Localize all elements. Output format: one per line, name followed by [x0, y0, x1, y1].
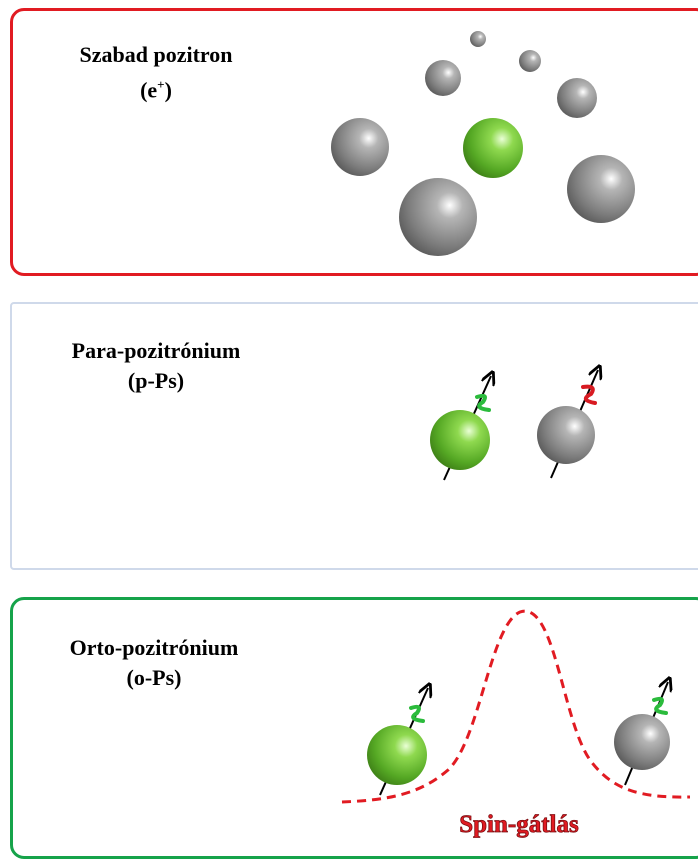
electron-sphere — [537, 406, 595, 464]
positron-sphere — [430, 410, 490, 470]
spin-barrier-curve — [341, 609, 691, 804]
spin-rotation-icon — [581, 384, 597, 405]
electron-sphere — [331, 118, 389, 176]
electron-sphere — [519, 50, 541, 72]
electron-sphere — [399, 178, 477, 256]
electron-sphere — [425, 60, 461, 96]
ortho-positronium-title: Orto-pozitrónium (o-Ps) — [34, 633, 274, 693]
positron-sphere — [367, 725, 427, 785]
positron-with-spin — [430, 376, 491, 481]
electron-sphere — [557, 78, 597, 118]
electron-sphere — [614, 714, 670, 770]
ortho-positronium-title-line1: Orto-pozitrónium — [69, 635, 239, 660]
ortho-positronium-scene: Spin-gátlás — [341, 609, 691, 838]
electron-sphere — [567, 155, 635, 223]
free-positron-title: Szabad pozitron (e+) — [36, 40, 276, 105]
para-positronium-scene — [430, 370, 598, 481]
free-positron-title-line2: (e+) — [140, 77, 172, 103]
para-positronium-title: Para-pozitrónium (p-Ps) — [36, 336, 276, 396]
ortho-positronium-panel — [10, 597, 698, 859]
electron-with-spin — [537, 370, 598, 479]
electron-with-spin — [614, 682, 670, 786]
spin-rotation-icon — [652, 696, 668, 715]
spin-rotation-icon — [409, 704, 425, 723]
spin-barrier-label: Spin-gátlás — [459, 811, 579, 838]
para-positronium-title-line1: Para-pozitrónium — [71, 338, 241, 363]
spin-rotation-icon — [475, 393, 491, 412]
positron-with-spin — [367, 688, 428, 796]
ortho-positronium-title-line2: (o-Ps) — [126, 665, 182, 690]
electron-sphere — [470, 31, 486, 47]
free-positron-scene — [331, 31, 635, 256]
free-positron-title-line1: Szabad pozitron — [79, 42, 233, 67]
positron-sphere — [463, 118, 523, 178]
para-positronium-title-line2: (p-Ps) — [127, 368, 185, 393]
